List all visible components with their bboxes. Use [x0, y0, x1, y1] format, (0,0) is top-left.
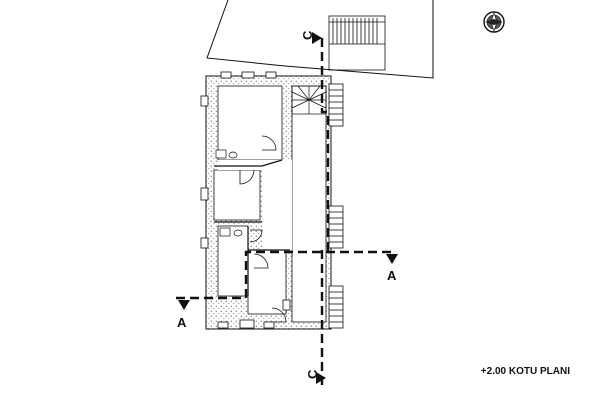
- section-c-label-bottom: C: [305, 369, 320, 379]
- partition-walls: [214, 159, 290, 296]
- balconies: [328, 83, 344, 329]
- plan-title: +2.00 KOTU PLANI: [480, 366, 570, 377]
- internal-stair: [291, 85, 327, 115]
- compass-rose-icon: [483, 11, 505, 33]
- section-c-label-top: C: [300, 30, 315, 40]
- exterior-stairs: [328, 15, 386, 71]
- section-a-label-left: A: [177, 315, 187, 330]
- section-a-right-arrow: [386, 254, 398, 264]
- section-a-left-arrow: [178, 300, 190, 310]
- section-c-bottom-arrow: [316, 372, 326, 384]
- neighbour-building-outline: [206, 0, 434, 79]
- section-line-c: [312, 32, 330, 385]
- windows: [200, 71, 291, 329]
- outer-walls: [205, 75, 332, 330]
- section-line-a: [176, 250, 398, 310]
- section-c-top-arrow: [312, 32, 322, 44]
- doors: [239, 135, 287, 323]
- bathroom-fixtures: [215, 149, 243, 237]
- section-a-label-right: A: [387, 268, 397, 283]
